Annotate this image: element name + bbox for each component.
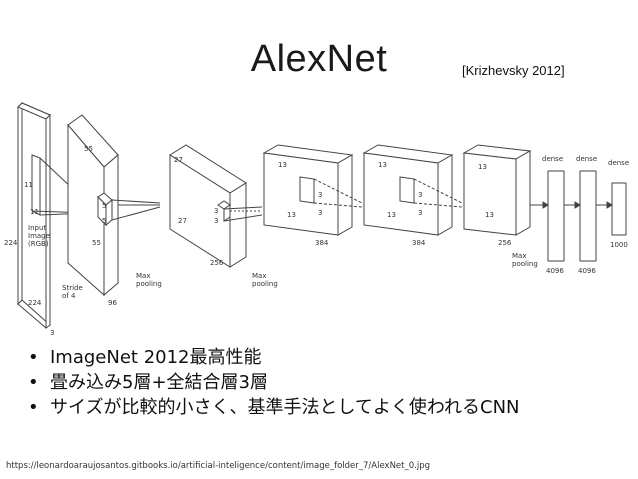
- bullet-item: • ImageNet 2012最高性能: [28, 345, 520, 370]
- dense1-label: dense: [542, 155, 563, 163]
- conv5-volume: [462, 144, 532, 236]
- conv2-height-label: 27: [178, 217, 187, 225]
- kernel4-h-label: 3: [318, 191, 322, 199]
- input-width-label: 224: [28, 299, 42, 307]
- conv1-height-label: 55: [92, 239, 101, 247]
- conv4-height-label: 13: [387, 211, 396, 219]
- dense-layers: [530, 170, 627, 262]
- conv4-width-label: 13: [378, 161, 387, 169]
- conv3-volume: [262, 144, 363, 236]
- bullet-text: サイズが比較的小さく、基準手法としてよく使われるCNN: [50, 397, 520, 418]
- dense3-units: 1000: [610, 241, 628, 249]
- kernel5-h-label: 3: [418, 191, 422, 199]
- input-height-label: 224: [4, 239, 18, 247]
- bullet-dot: •: [28, 347, 39, 368]
- dense3-label: dense: [608, 159, 629, 167]
- conv1-width-label: 55: [84, 145, 93, 153]
- conv3-depth-label: 384: [315, 239, 329, 247]
- citation: [Krizhevsky 2012]: [462, 63, 565, 78]
- kernel1-w-label: 11: [30, 208, 39, 216]
- bullet-item: • 畳み込み5層+全結合層3層: [28, 370, 520, 395]
- conv5-depth-label: 256: [498, 239, 512, 247]
- slide-title: AlexNet: [250, 38, 388, 80]
- bullet-list: • ImageNet 2012最高性能 • 畳み込み5層+全結合層3層 • サイズが比…: [28, 345, 520, 420]
- dense2-units: 4096: [578, 267, 596, 275]
- kernel3-h-label: 3: [214, 207, 218, 215]
- kernel2-h-label: 5: [102, 202, 106, 210]
- dense2-label: dense: [576, 155, 597, 163]
- bullet-text: ImageNet 2012最高性能: [50, 347, 262, 368]
- conv3-height-label: 13: [287, 211, 296, 219]
- conv4-depth-label: 384: [412, 239, 426, 247]
- kernel1-h-label: 11: [24, 181, 33, 189]
- bullet-item: • サイズが比較的小さく、基準手法としてよく使われるCNN: [28, 395, 520, 420]
- input-depth-label: 3: [50, 329, 54, 337]
- bullet-dot: •: [28, 397, 39, 418]
- conv1-depth-label: 96: [108, 299, 117, 307]
- conv5-width-label: 13: [478, 163, 487, 171]
- conv2-volume: [169, 144, 263, 268]
- conv3-width-label: 13: [278, 161, 287, 169]
- conv1-volume: [67, 114, 161, 297]
- kernel5-w-label: 3: [418, 209, 422, 217]
- bullet-dot: •: [28, 372, 39, 393]
- conv2-depth-label: 256: [210, 259, 224, 267]
- input-volume: [17, 101, 91, 329]
- bullet-text: 畳み込み5層+全結合層3層: [50, 372, 268, 393]
- source-url: https://leonardoaraujosantos.gitbooks.io…: [6, 461, 430, 471]
- conv5-height-label: 13: [485, 211, 494, 219]
- kernel4-w-label: 3: [318, 209, 322, 217]
- kernel2-w-label: 5: [102, 217, 106, 225]
- dense1-units: 4096: [546, 267, 564, 275]
- conv2-width-label: 27: [174, 156, 183, 164]
- conv4-volume: [362, 144, 463, 236]
- kernel3-w-label: 3: [214, 217, 218, 225]
